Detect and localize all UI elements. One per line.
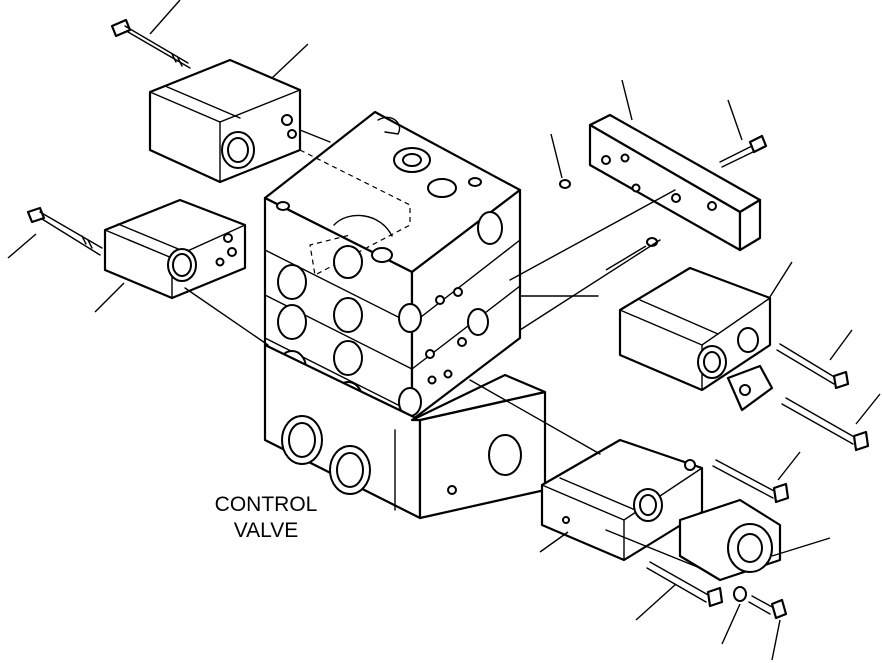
end-cap-right (618, 266, 772, 392)
bolt-left (26, 206, 103, 256)
callout-leader-3 (7, 233, 37, 259)
callout-leader-10 (829, 329, 853, 361)
label-line-1: CONTROL (214, 493, 318, 516)
callout-leader-4 (94, 282, 125, 313)
control-valve-label: CONTROL VALVE (198, 492, 334, 544)
solenoid-coil (678, 498, 782, 582)
bolt-solenoid-lower (646, 561, 724, 608)
callout-leader-7 (550, 133, 563, 179)
control-valve-body (263, 110, 547, 520)
callout-leader-14 (771, 537, 831, 557)
callout-leader-5 (621, 79, 633, 121)
solenoid-valve-housing (540, 438, 704, 562)
flange-plate (726, 364, 774, 412)
bolt-solenoid-small (748, 595, 788, 620)
callout-leader-8 (605, 245, 647, 271)
callout-leader-12 (777, 451, 801, 481)
o-ring-cover-left (559, 179, 571, 189)
bolt-upper (110, 18, 191, 69)
bolt-cover-plate (719, 134, 768, 168)
callout-leader-13 (539, 531, 569, 553)
callout-leader-9 (767, 261, 793, 301)
bolt-solenoid-upper (712, 459, 790, 504)
callout-leaders (7, 0, 881, 661)
cover-plate (588, 113, 762, 252)
bolt-right-lower (781, 397, 870, 452)
callout-leader-16 (721, 603, 741, 645)
callout-leader-15 (635, 583, 677, 621)
end-cap-left (103, 198, 247, 300)
callout-leader-17 (771, 619, 781, 661)
label-line-2: VALVE (233, 519, 299, 542)
alignment-lines (184, 129, 701, 569)
callout-leader-2 (271, 43, 309, 79)
callout-leader-1 (149, 0, 181, 35)
callout-leader-11 (855, 393, 881, 425)
callout-leader-6 (727, 99, 743, 141)
washer (733, 586, 747, 602)
end-cap-upper (148, 58, 302, 184)
bolt-right-upper (776, 343, 850, 390)
